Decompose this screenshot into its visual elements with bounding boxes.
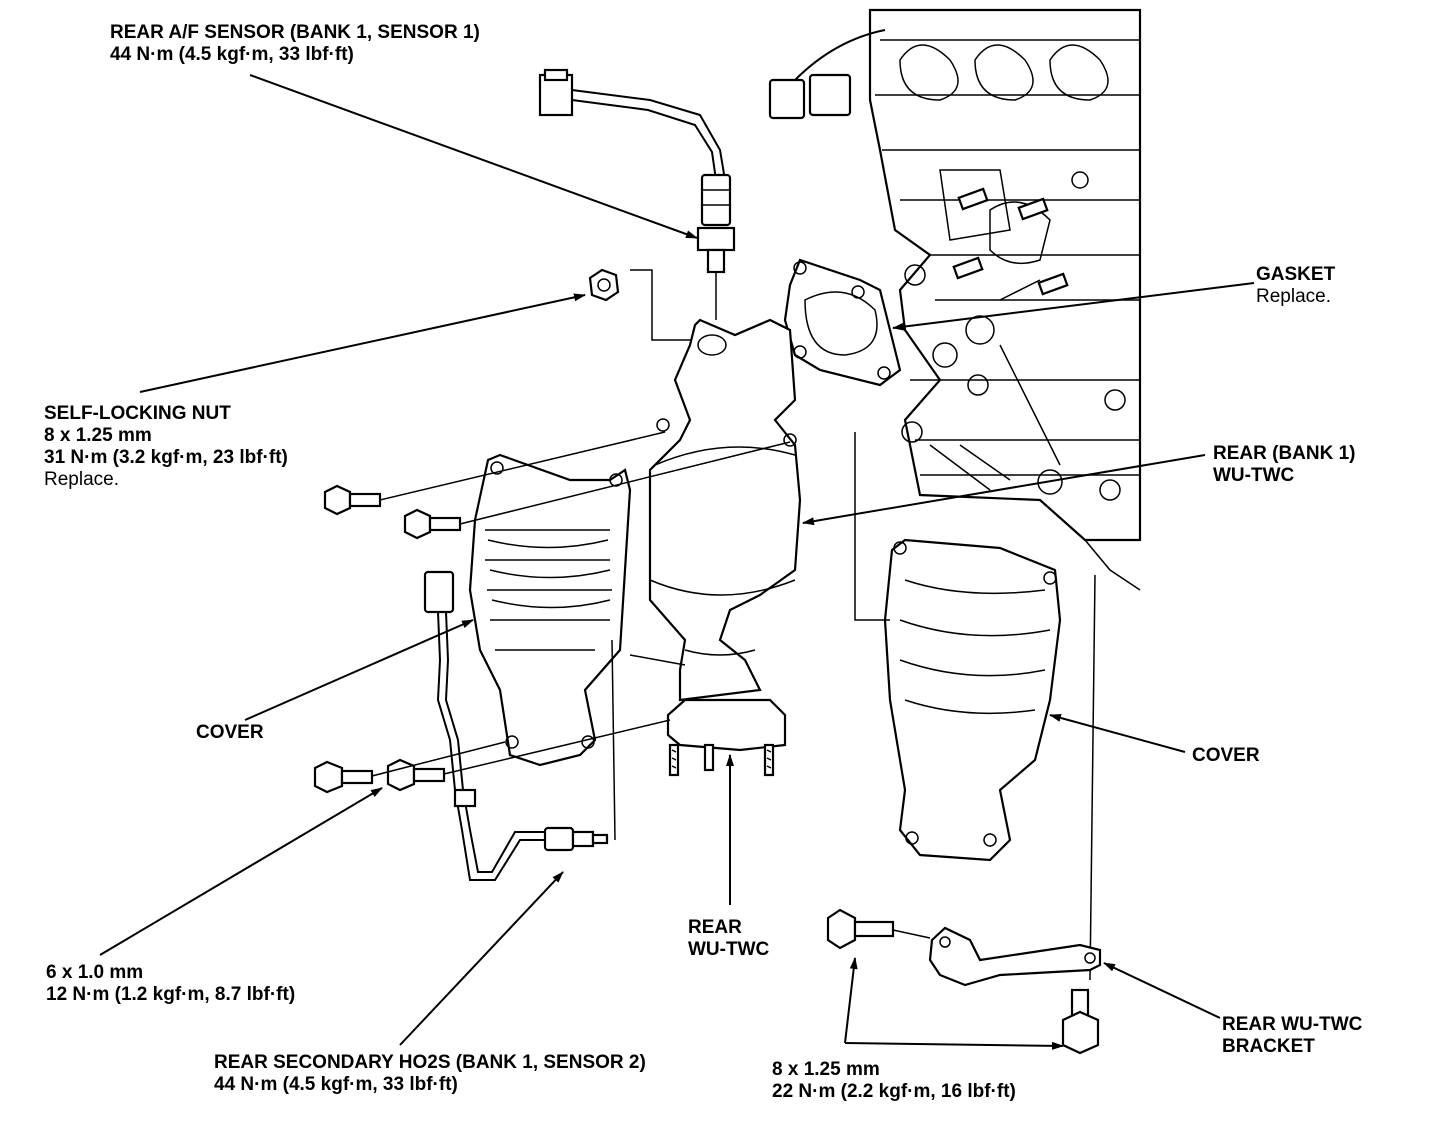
label-rear-wu-twc-line1: REAR <box>688 917 742 938</box>
label-rear-bank1-twc: REAR (BANK 1) WU-TWC <box>1213 443 1356 487</box>
bolts-left <box>313 431 791 794</box>
self-locking-nut <box>588 268 700 341</box>
engine-block <box>868 8 1142 981</box>
label-self-locking-nut-torque: 31 N·m (3.2 kgf·m, 23 lbf·ft) <box>44 447 288 468</box>
label-rear-bank1-twc-line1: REAR (BANK 1) <box>1213 443 1356 464</box>
label-rear-secondary-ho2s: REAR SECONDARY HO2S (BANK 1, SENSOR 2) 4… <box>214 1052 646 1096</box>
gasket <box>783 258 902 387</box>
label-rear-af-sensor-torque: 44 N·m (4.5 kgf·m, 33 lbf·ft) <box>110 44 354 65</box>
label-rear-wu-twc: REAR WU-TWC <box>688 917 769 961</box>
label-rear-wu-twc-line2: WU-TWC <box>688 939 770 960</box>
label-rear-bank1-twc-line2: WU-TWC <box>1213 465 1295 486</box>
label-self-locking-nut-note: Replace. <box>44 469 119 490</box>
leader-lines <box>99 74 1255 1050</box>
label-cover-left: COVER <box>196 722 264 744</box>
label-gasket: GASKET Replace. <box>1256 264 1335 308</box>
label-self-locking-nut-title: SELF-LOCKING NUT <box>44 403 231 424</box>
label-rear-af-sensor: REAR A/F SENSOR (BANK 1, SENSOR 1) 44 N·… <box>110 22 480 66</box>
label-self-locking-nut-size: 8 x 1.25 mm <box>44 425 152 446</box>
label-bolt-8x125-size: 8 x 1.25 mm <box>772 1059 880 1080</box>
label-bolt-6x1-torque: 12 N·m (1.2 kgf·m, 8.7 lbf·ft) <box>46 984 296 1005</box>
label-gasket-note: Replace. <box>1256 286 1331 307</box>
label-rear-secondary-ho2s-torque: 44 N·m (4.5 kgf·m, 33 lbf·ft) <box>214 1074 458 1095</box>
label-bolt-8x125: 8 x 1.25 mm 22 N·m (2.2 kgf·m, 16 lbf·ft… <box>772 1059 1016 1103</box>
rear-secondary-ho2s <box>423 570 616 881</box>
label-bolt-6x1: 6 x 1.0 mm 12 N·m (1.2 kgf·m, 8.7 lbf·ft… <box>46 962 295 1006</box>
engine-connectors <box>768 29 886 120</box>
label-rear-wu-twc-bracket: REAR WU-TWC BRACKET <box>1222 1014 1362 1058</box>
rear-wu-twc <box>629 318 802 777</box>
label-bolt-8x125-torque: 22 N·m (2.2 kgf·m, 16 lbf·ft) <box>772 1081 1016 1102</box>
label-cover-right-text: COVER <box>1192 745 1260 766</box>
left-cover <box>468 453 632 767</box>
exhaust-studs <box>952 187 1069 296</box>
label-rear-af-sensor-title: REAR A/F SENSOR (BANK 1, SENSOR 1) <box>110 22 480 43</box>
label-rear-wu-twc-bracket-line1: REAR WU-TWC <box>1222 1014 1363 1035</box>
label-bolt-6x1-size: 6 x 1.0 mm <box>46 962 144 983</box>
label-cover-right: COVER <box>1192 745 1260 767</box>
right-cover <box>854 432 1062 862</box>
rear-af-sensor <box>538 68 736 320</box>
label-self-locking-nut: SELF-LOCKING NUT 8 x 1.25 mm 31 N·m (3.2… <box>44 403 288 491</box>
label-gasket-title: GASKET <box>1256 264 1336 285</box>
bolts-bracket <box>826 908 1100 1055</box>
label-cover-left-text: COVER <box>196 722 264 743</box>
label-rear-wu-twc-bracket-line2: BRACKET <box>1222 1036 1315 1057</box>
rear-wu-twc-bracket <box>928 926 1102 987</box>
label-rear-secondary-ho2s-title: REAR SECONDARY HO2S (BANK 1, SENSOR 2) <box>214 1052 646 1073</box>
